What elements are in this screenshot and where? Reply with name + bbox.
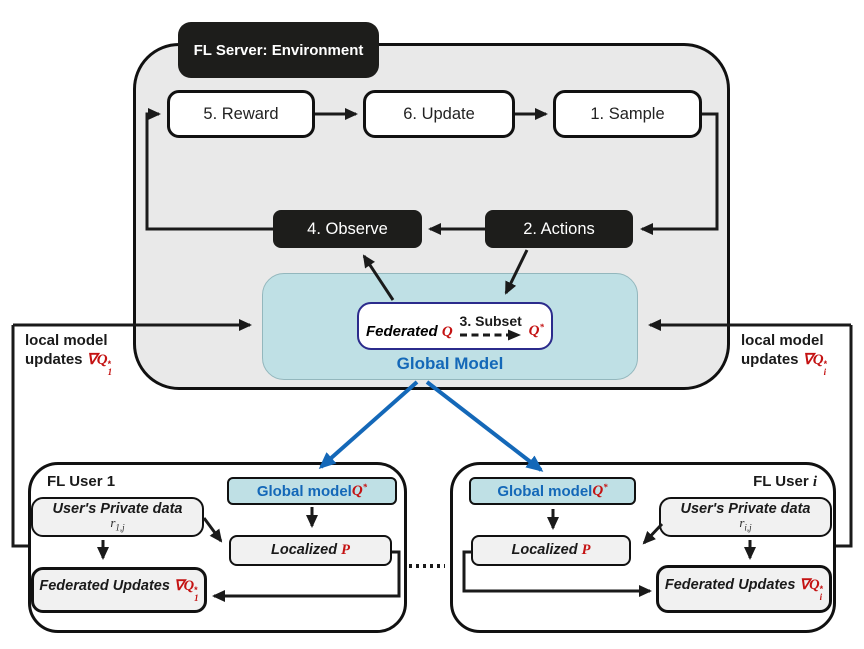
useri-global-model-symbol: Q*	[592, 482, 607, 500]
useri-private-data-box: User's Private data ri,j	[659, 497, 832, 537]
fl-user-1-title-text: FL User 1	[47, 473, 116, 490]
useri-fed-sup: *	[819, 584, 824, 594]
fl-user-i-panel: FL User i Global model Q* User's Private…	[450, 462, 836, 633]
right-note-sup: *	[823, 359, 828, 369]
right-local-updates-note: local model updates ∇Q*i	[741, 331, 861, 377]
user1-localized-label: Localized	[271, 542, 342, 558]
useri-localized-label: Localized	[511, 542, 582, 558]
right-note-nabla-q: ∇Q	[802, 352, 824, 368]
user1-localized-line: Localized P	[271, 542, 350, 559]
user1-fed-sub: 1	[194, 593, 199, 603]
useri-gm-sup: *	[603, 482, 608, 492]
useri-private-data-var: ri,j	[739, 514, 752, 534]
step-observe-label: 4. Observe	[307, 219, 388, 238]
useri-r-var: r	[739, 514, 745, 530]
global-model-caption-text: Global Model	[396, 354, 504, 373]
useri-r-sub: i,j	[744, 522, 752, 533]
user1-gm-sup: *	[362, 482, 368, 492]
step-reward-box: 5. Reward	[167, 90, 315, 138]
subset-step: 3. Subset	[458, 314, 524, 341]
federated-word: Federated	[365, 323, 442, 340]
user1-fed-label: Federated Updates	[39, 578, 174, 594]
left-note-line1: local model	[25, 332, 108, 349]
useri-fed-nabla-q: ∇Q	[799, 577, 820, 593]
right-note-sub: i	[823, 367, 827, 377]
left-note-sup: *	[107, 359, 112, 369]
right-note-line1: local model	[741, 332, 824, 349]
useri-gm-q: Q	[592, 483, 604, 499]
user1-gm-q: Q	[351, 483, 363, 499]
user1-localized-box: Localized P	[229, 535, 392, 566]
federated-subset-box: Federated Q 3. Subset Q*	[357, 302, 553, 350]
step-actions-label: 2. Actions	[523, 219, 595, 238]
user1-private-data-var: r1,j	[110, 514, 125, 534]
global-model-caption: Global Model	[262, 354, 638, 374]
subset-label: 3. Subset	[459, 313, 522, 329]
useri-global-model-label: Global model	[497, 482, 593, 500]
user1-fed-nabla-q: ∇Q	[173, 578, 195, 594]
user1-fed-sup: *	[194, 585, 198, 595]
step-update-box: 6. Update	[363, 90, 515, 138]
q-star-sup: *	[539, 322, 545, 332]
fl-user-1-panel: FL User 1 Global model Q* User's Private…	[28, 462, 407, 633]
user1-global-model-symbol: Q*	[352, 482, 367, 500]
user1-private-data-label: User's Private data	[52, 500, 183, 517]
user1-r-var: r	[110, 514, 116, 530]
fl-server-label: FL Server: Environment	[178, 22, 379, 78]
useri-private-data-label: User's Private data	[680, 500, 811, 517]
useri-fed-sub: i	[819, 592, 823, 602]
right-note-line2: updates	[741, 351, 803, 368]
step-sample-label: 1. Sample	[590, 104, 665, 123]
useri-localized-box: Localized P	[471, 535, 631, 566]
useri-federated-updates-line: Federated Updates ∇Q*i	[664, 577, 824, 602]
q-star-symbol: Q*	[529, 322, 544, 341]
left-note-sub: 1	[107, 367, 113, 377]
step-reward-label: 5. Reward	[203, 104, 279, 123]
left-note-math: ∇Q*1	[86, 352, 112, 377]
fl-user-i-title-text: FL User	[753, 473, 813, 490]
left-note-nabla-q: ∇Q	[86, 352, 108, 368]
fl-user-i-title: FL User i	[753, 473, 817, 491]
federated-q-label: Federated Q	[366, 323, 453, 341]
useri-localized-line: Localized P	[512, 542, 591, 559]
fl-user-i-title-var: i	[812, 474, 817, 490]
user1-federated-updates-line: Federated Updates ∇Q*1	[39, 578, 199, 603]
user1-federated-updates-box: Federated Updates ∇Q*1	[31, 567, 207, 613]
right-note-math: ∇Q*i	[802, 352, 828, 377]
step-update-label: 6. Update	[403, 104, 475, 123]
user1-global-model-box: Global model Q*	[227, 477, 397, 505]
user1-global-model-label: Global model	[256, 482, 352, 500]
q-star-q: Q	[528, 323, 540, 339]
fl-server-label-text: FL Server: Environment	[193, 41, 364, 59]
fl-user-1-title: FL User 1	[47, 473, 115, 490]
blue-arrow-global-to-useri	[425, 380, 544, 472]
useri-fed-label: Federated Updates	[664, 577, 800, 593]
user1-localized-symbol: P	[341, 542, 350, 558]
useri-fed-math: ∇Q*i	[799, 577, 824, 602]
useri-federated-updates-box: Federated Updates ∇Q*i	[656, 565, 832, 613]
blue-arrow-global-to-user1	[318, 380, 419, 469]
user1-private-data-box: User's Private data r1,j	[31, 497, 204, 537]
useri-global-model-box: Global model Q*	[469, 477, 636, 505]
subset-dashed-arrow	[459, 329, 521, 341]
user1-r-sub: 1,j	[115, 522, 125, 533]
left-note-line2: updates	[25, 351, 87, 368]
step-actions-box: 2. Actions	[485, 210, 633, 248]
left-local-updates-note: local model updates ∇Q*1	[25, 331, 155, 377]
user1-fed-math: ∇Q*1	[173, 578, 199, 603]
useri-localized-symbol: P	[581, 542, 591, 558]
step-observe-box: 4. Observe	[273, 210, 422, 248]
step-sample-box: 1. Sample	[553, 90, 702, 138]
federated-q-symbol: Q	[441, 324, 453, 340]
